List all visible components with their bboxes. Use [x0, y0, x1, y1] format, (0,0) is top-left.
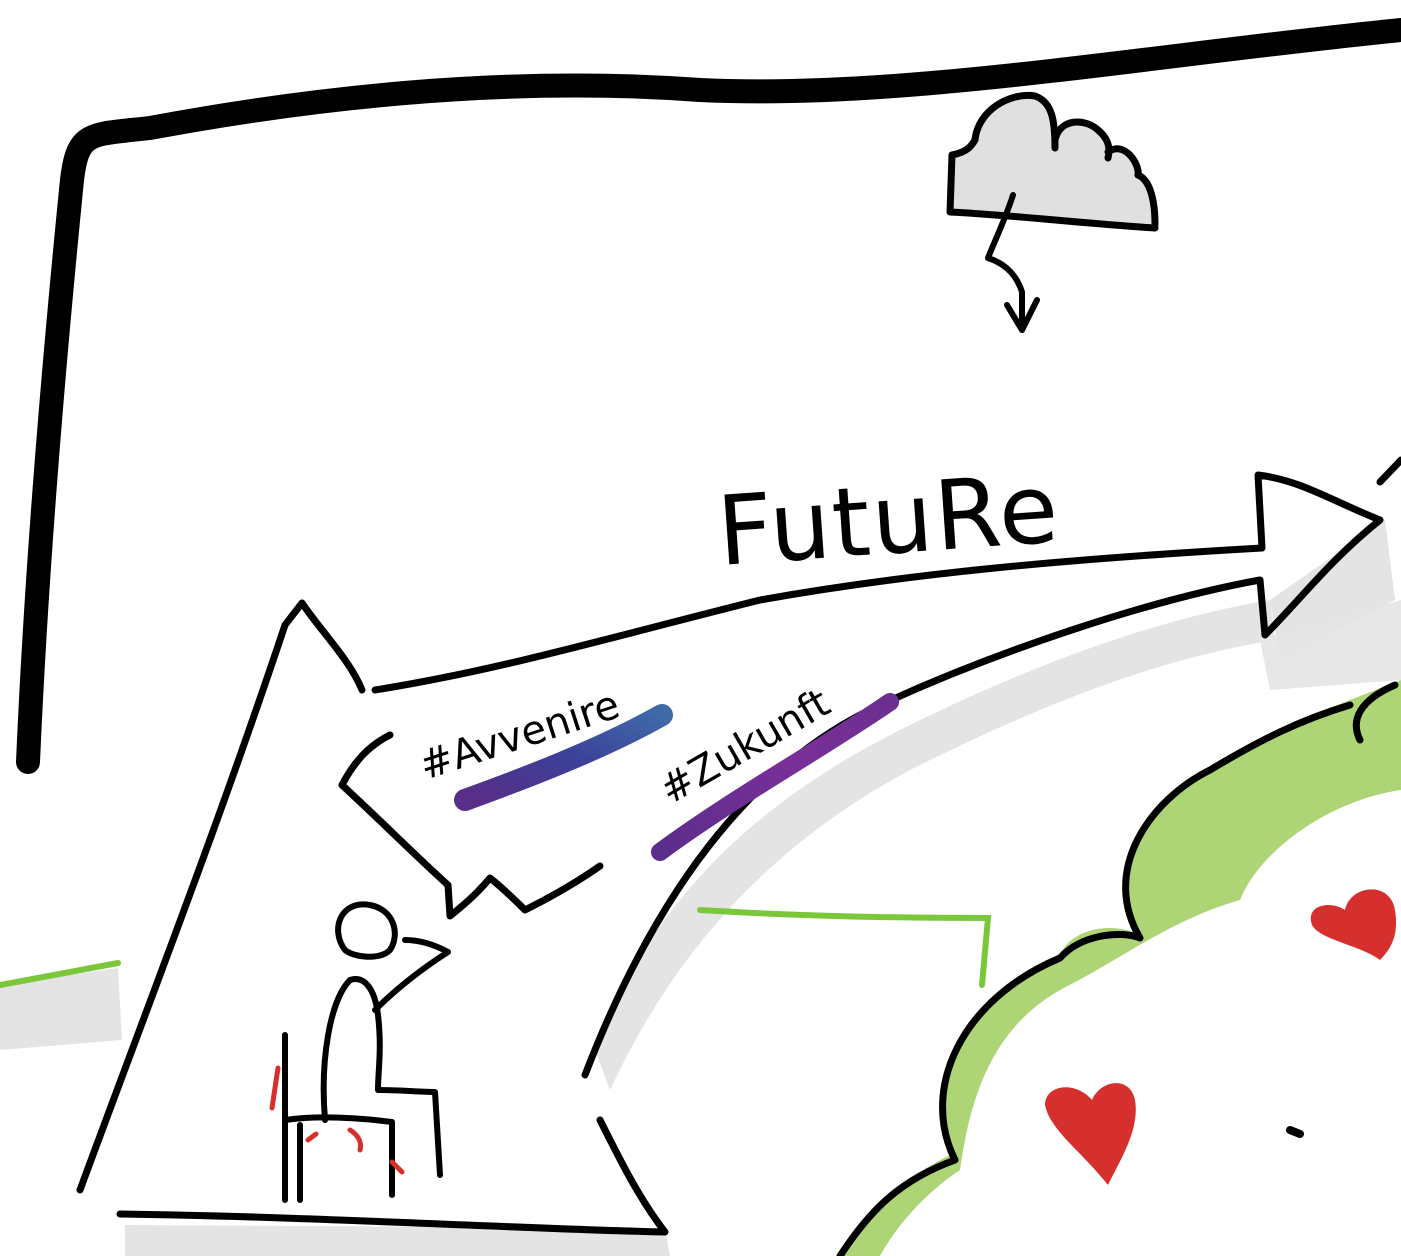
chair-icon — [269, 1032, 405, 1203]
person-icon — [320, 901, 451, 1178]
highlight-avvenire — [454, 704, 673, 811]
heart-icon — [1045, 889, 1397, 1185]
frame-line — [16, 18, 1401, 774]
small-arrow — [338, 731, 604, 920]
cloud-icon — [946, 91, 1159, 232]
shadow-layer — [0, 520, 1401, 1256]
lightning-icon — [985, 192, 1040, 333]
hills — [836, 680, 1401, 1256]
grass-lines — [0, 907, 992, 988]
future-title: FutuRe — [714, 452, 1064, 588]
highlight-zukunft — [651, 693, 899, 861]
